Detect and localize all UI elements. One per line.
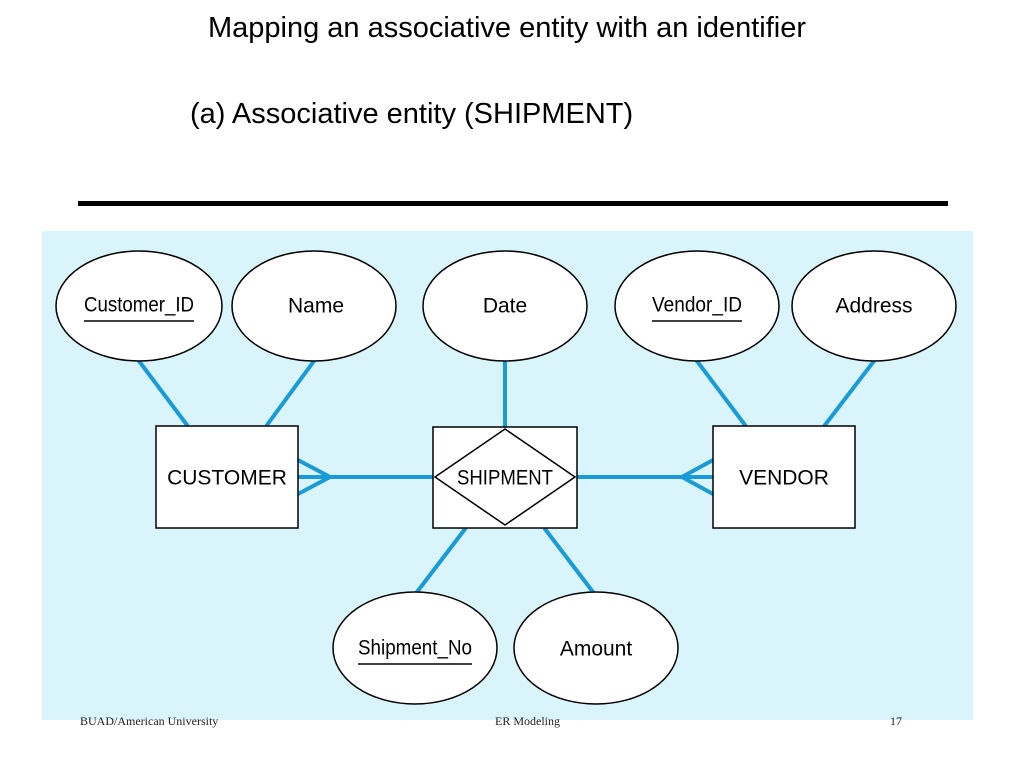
slide-subtitle: (a) Associative entity (SHIPMENT) xyxy=(190,98,634,130)
er-diagram-panel: Customer_ID Name Date Vendor_ID Address … xyxy=(42,231,973,720)
amount-attribute xyxy=(513,591,679,705)
title-divider xyxy=(78,201,948,206)
line-shipment-shipment-no xyxy=(415,527,467,594)
line-vendor-id-vendor xyxy=(695,359,747,427)
vendor-id-attribute xyxy=(614,250,780,362)
footer-left: BUAD/American University xyxy=(80,714,219,728)
shipment-relationship-diamond xyxy=(433,428,577,526)
footer-center: ER Modeling xyxy=(495,714,560,728)
amount-label: Amount xyxy=(560,638,633,661)
customer-label: CUSTOMER xyxy=(167,467,287,490)
customer-id-attribute xyxy=(55,250,223,362)
customer-id-label: Customer_ID xyxy=(84,294,194,317)
date-attribute xyxy=(422,250,588,362)
line-customer-id-customer xyxy=(137,359,189,427)
shipment-label: SHIPMENT xyxy=(457,467,553,490)
shipment-no-label: Shipment_No xyxy=(358,637,472,660)
customer-entity xyxy=(155,425,299,529)
vendor-id-label: Vendor_ID xyxy=(652,294,742,317)
er-diagram: Customer_ID Name Date Vendor_ID Address … xyxy=(55,250,957,705)
name-attribute xyxy=(231,250,397,362)
address-attribute xyxy=(791,250,957,362)
connector-lines xyxy=(137,359,876,594)
line-shipment-amount xyxy=(543,527,595,594)
line-address-vendor xyxy=(823,359,876,427)
address-label: Address xyxy=(835,295,912,318)
slide-title: Mapping an associative entity with an id… xyxy=(207,12,807,44)
date-label: Date xyxy=(483,295,527,318)
vendor-label: VENDOR xyxy=(739,467,829,490)
line-name-customer xyxy=(265,359,316,427)
shipment-no-attribute xyxy=(332,591,498,705)
name-label: Name xyxy=(288,295,344,318)
crows-foot-customer xyxy=(296,458,332,496)
vendor-entity xyxy=(712,425,856,529)
crows-foot-vendor xyxy=(680,458,715,496)
page-number: 17 xyxy=(890,714,902,728)
identifier-underlines xyxy=(84,320,742,665)
